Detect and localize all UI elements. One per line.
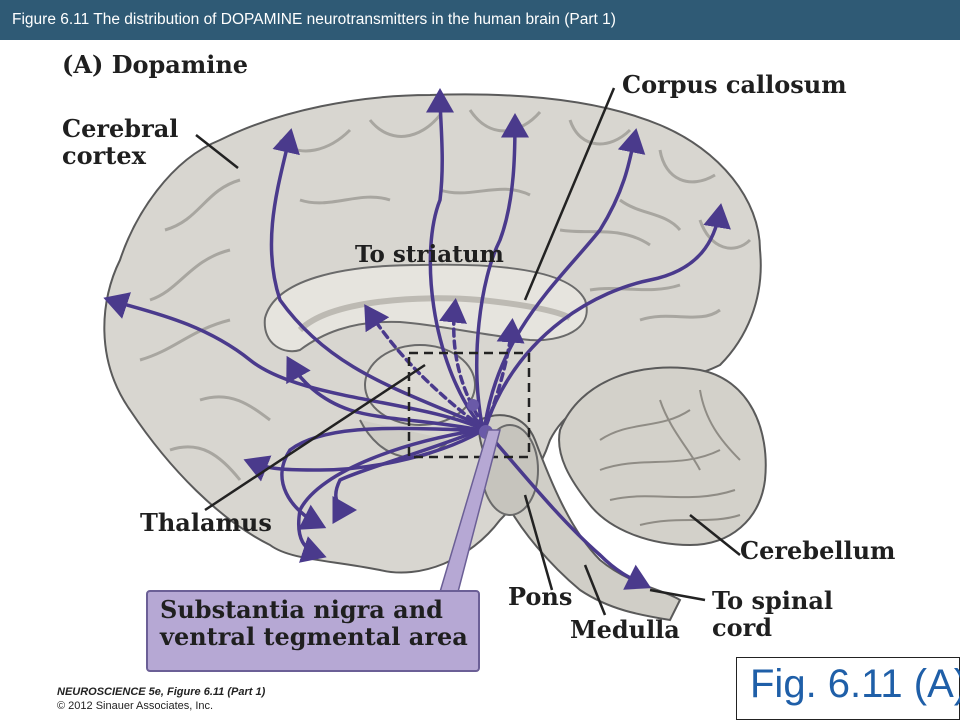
label-cerebral-cortex: Cerebral cortex (62, 114, 179, 170)
label-to-striatum: To striatum (355, 241, 504, 268)
label-pons: Pons (508, 582, 573, 611)
figure-credit: NEUROSCIENCE 5e, Figure 6.11 (Part 1) © … (57, 686, 265, 714)
credit-copyright: © 2012 Sinauer Associates, Inc. (57, 699, 214, 712)
label-cerebellum: Cerebellum (740, 536, 896, 565)
label-substantia-nigra: Substantia nigra and ventral tegmental a… (160, 595, 468, 651)
inset-box (407, 351, 531, 459)
figure-tag: Fig. 6.11 (A) (750, 662, 960, 706)
cerebellum-shape (558, 366, 767, 547)
label-to-spinal-cord: To spinal cord (712, 586, 833, 642)
substantia-nigra-label-box (146, 590, 480, 672)
cortical-gyri (139, 109, 752, 481)
slide-header: Figure 6.11 The distribution of DOPAMINE… (0, 0, 960, 40)
substantia-nigra-nucleus (467, 399, 479, 411)
thalamus-shape (364, 344, 476, 426)
cerebrum-shape (103, 93, 762, 574)
panel-label: (A) Dopamine (62, 50, 249, 79)
label-corpus-callosum: Corpus callosum (622, 70, 847, 99)
credit-book: NEUROSCIENCE 5e, Figure 6.11 (Part 1) (57, 686, 266, 698)
brain-diagram (103, 87, 767, 622)
dopamine-pathways (103, 88, 731, 590)
label-thalamus: Thalamus (140, 508, 272, 537)
leader-lines (195, 87, 741, 616)
slide-title: Figure 6.11 The distribution of DOPAMINE… (12, 11, 616, 28)
label-medulla: Medulla (570, 615, 680, 644)
